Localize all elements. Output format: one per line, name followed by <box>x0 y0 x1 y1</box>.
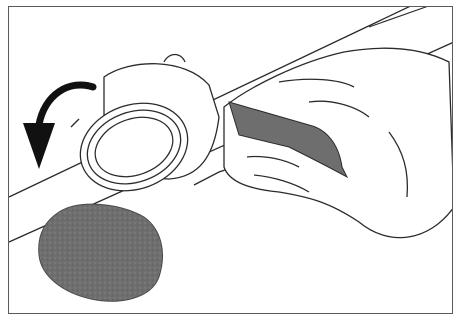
filter-holder <box>68 55 234 206</box>
hand <box>224 48 453 237</box>
instruction-illustration <box>9 7 453 314</box>
illustration-frame <box>8 6 453 314</box>
cloth-pad <box>39 204 163 301</box>
